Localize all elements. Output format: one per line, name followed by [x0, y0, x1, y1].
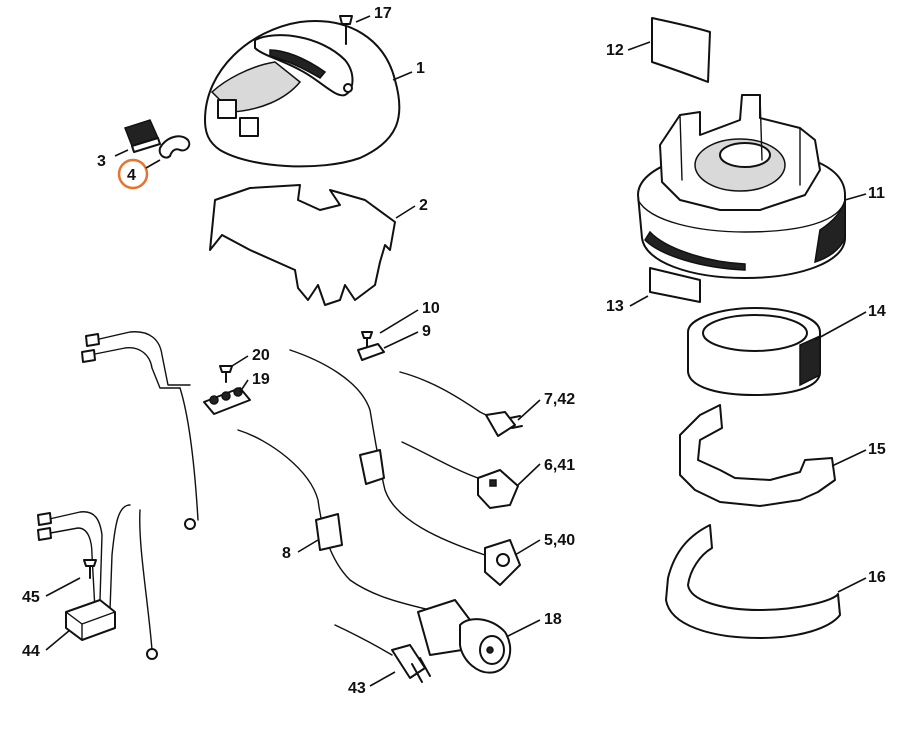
part-11-motor-housing — [637, 94, 846, 279]
label-7-42: 7,42 — [544, 391, 575, 408]
wire-harness-upper — [81, 331, 199, 530]
part-7-42-cable — [399, 371, 523, 437]
part-3-switch — [124, 119, 161, 153]
label-43: 43 — [348, 680, 366, 697]
label-17: 17 — [374, 5, 392, 22]
part-44-capacitor-box — [65, 599, 116, 641]
part-18-cee-plug — [417, 599, 512, 674]
part-14-ring — [687, 307, 821, 396]
label-8: 8 — [282, 545, 291, 562]
label-20: 20 — [252, 347, 270, 364]
label-1: 1 — [416, 60, 425, 77]
label-44: 44 — [22, 643, 40, 660]
part-1-hood — [204, 20, 401, 168]
part-labels: 1 2 3 4 5,40 6,41 7,42 8 9 10 11 12 13 1… — [22, 5, 886, 697]
label-16: 16 — [868, 569, 886, 586]
label-13: 13 — [606, 298, 624, 315]
part-5-40-cable — [289, 349, 521, 586]
part-4-clip — [117, 135, 191, 190]
part-8-cable-sleeve — [237, 429, 431, 611]
part-15-retainer — [679, 404, 836, 507]
label-19: 19 — [252, 371, 270, 388]
part-43-cable — [334, 624, 431, 683]
label-6-41: 6,41 — [544, 457, 575, 474]
part-19-terminal-block — [203, 387, 251, 415]
label-12: 12 — [606, 42, 624, 59]
part-4-highlight-ring — [117, 158, 149, 190]
part-2-bracket — [209, 184, 396, 306]
label-4: 4 — [127, 167, 136, 184]
part-9-clamp — [357, 343, 385, 361]
label-15: 15 — [868, 441, 886, 458]
label-3: 3 — [97, 153, 106, 170]
part-17-screw — [339, 15, 353, 45]
part-16-band — [665, 524, 841, 639]
label-11: 11 — [868, 185, 885, 202]
leader-lines — [45, 15, 867, 687]
label-10: 10 — [422, 300, 440, 317]
part-20-screw — [219, 365, 233, 383]
part-13-label-strip — [649, 267, 701, 303]
part-12-cover-pad — [651, 17, 711, 83]
part-45-screw — [83, 559, 97, 579]
label-9: 9 — [422, 323, 431, 340]
label-2: 2 — [419, 197, 428, 214]
part-6-41-cable — [401, 441, 519, 509]
label-5-40: 5,40 — [544, 532, 575, 549]
label-14: 14 — [868, 303, 886, 320]
label-45: 45 — [22, 589, 40, 606]
wire-harness-lower — [37, 504, 158, 660]
part-10-screw — [361, 331, 373, 347]
label-18: 18 — [544, 611, 562, 628]
